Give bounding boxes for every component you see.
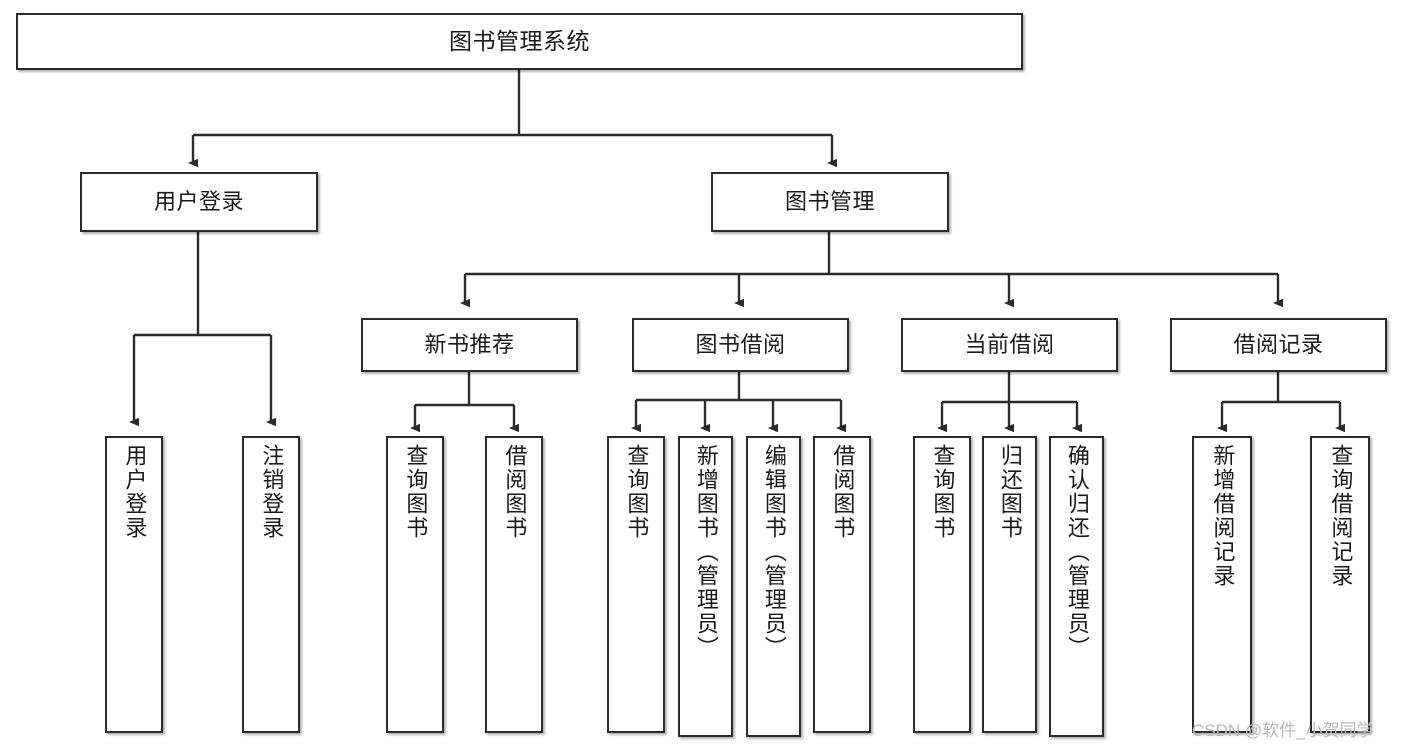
leaf-borrow-record-query[interactable]: 查询借阅记录 — [1310, 436, 1370, 733]
leaf-book-borrow-add[interactable]: 新增图书（管理员） — [678, 436, 733, 737]
leaf-user-login-login[interactable]: 用户登录 — [105, 436, 163, 733]
leaf-book-borrow-query[interactable]: 查询图书 — [607, 436, 665, 733]
leaf-book-borrow-borrow-label: 借阅图书 — [830, 444, 856, 540]
leaf-new-book-query-label: 查询图书 — [403, 444, 429, 540]
leaf-current-borrow-return[interactable]: 归还图书 — [982, 436, 1037, 733]
node-book-borrow-label: 图书借阅 — [695, 332, 786, 358]
leaf-current-borrow-query[interactable]: 查询图书 — [913, 436, 971, 733]
leaf-book-borrow-add-label: 新增图书（管理员） — [693, 444, 719, 660]
leaf-new-book-query[interactable]: 查询图书 — [386, 436, 444, 733]
leaf-new-book-borrow[interactable]: 借阅图书 — [485, 436, 543, 733]
leaf-current-borrow-query-label: 查询图书 — [930, 444, 956, 540]
leaf-new-book-borrow-label: 借阅图书 — [502, 444, 528, 540]
node-current-borrow-label: 当前借阅 — [964, 332, 1055, 358]
node-book-management-label: 图书管理 — [784, 189, 875, 215]
leaf-book-borrow-edit[interactable]: 编辑图书（管理员） — [746, 436, 801, 737]
leaf-user-login-login-label: 用户登录 — [122, 444, 148, 540]
leaf-borrow-record-query-label: 查询借阅记录 — [1328, 444, 1354, 588]
node-book-borrow[interactable]: 图书借阅 — [632, 318, 849, 372]
leaf-user-login-logout[interactable]: 注销登录 — [242, 436, 300, 733]
node-new-book-recommend[interactable]: 新书推荐 — [361, 318, 578, 372]
leaf-current-borrow-confirm-label: 确认归还（管理员） — [1064, 444, 1090, 660]
leaf-book-borrow-borrow[interactable]: 借阅图书 — [813, 436, 871, 733]
leaf-borrow-record-add[interactable]: 新增借阅记录 — [1192, 436, 1252, 733]
leaf-book-borrow-edit-label: 编辑图书（管理员） — [761, 444, 787, 660]
leaf-user-login-logout-label: 注销登录 — [259, 444, 285, 540]
node-user-login[interactable]: 用户登录 — [80, 172, 318, 232]
csdn-watermark: CSDN @软件_小贺同学 — [1192, 721, 1374, 740]
node-book-management[interactable]: 图书管理 — [711, 172, 949, 232]
node-borrow-record[interactable]: 借阅记录 — [1170, 318, 1387, 372]
node-user-login-label: 用户登录 — [153, 189, 244, 215]
leaf-current-borrow-return-label: 归还图书 — [997, 444, 1023, 540]
leaf-current-borrow-confirm[interactable]: 确认归还（管理员） — [1049, 436, 1104, 737]
node-root[interactable]: 图书管理系统 — [16, 13, 1023, 70]
node-current-borrow[interactable]: 当前借阅 — [901, 318, 1118, 372]
leaf-borrow-record-add-label: 新增借阅记录 — [1210, 444, 1236, 588]
node-new-book-recommend-label: 新书推荐 — [424, 332, 515, 358]
leaf-book-borrow-query-label: 查询图书 — [624, 444, 650, 540]
node-root-label: 图书管理系统 — [449, 28, 590, 55]
node-borrow-record-label: 借阅记录 — [1233, 332, 1324, 358]
